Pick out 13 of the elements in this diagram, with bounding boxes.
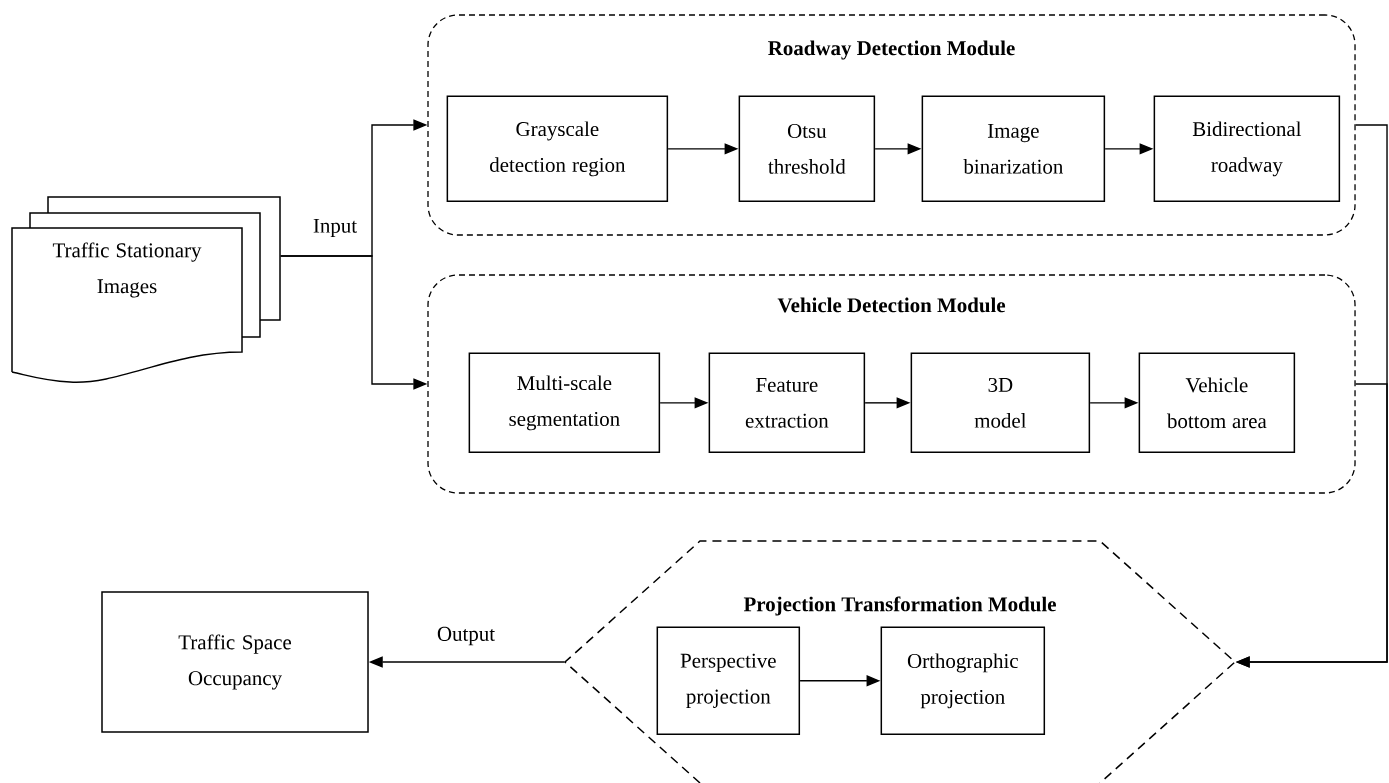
edge-label: Input — [310, 216, 360, 240]
process-box: Feature extraction — [708, 352, 866, 454]
edge-label: Output — [434, 624, 498, 648]
process-box: 3D model — [910, 352, 1091, 454]
process-box: Vehicle bottom area — [1138, 352, 1296, 454]
process-box: Image binarization — [921, 95, 1106, 203]
process-box: Multi-scale segmentation — [468, 352, 661, 454]
process-box: Perspective projection — [656, 626, 801, 736]
process-box: Grayscale detection region — [446, 95, 669, 203]
process-box: Orthographic projection — [880, 626, 1046, 736]
process-box: Otsu threshold — [738, 95, 876, 203]
process-box: Bidirectional roadway — [1153, 95, 1341, 203]
process-box: Traffic Space Occupancy — [101, 591, 369, 733]
